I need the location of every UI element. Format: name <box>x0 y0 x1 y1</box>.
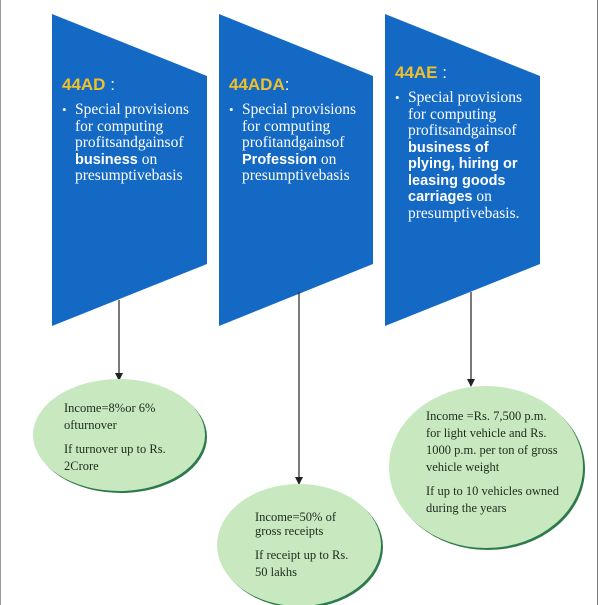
frame-border-right <box>597 0 598 605</box>
income-rule: Income =Rs. 7,500 p.m. for light vehicle… <box>426 409 558 474</box>
section-code: 44ADA <box>229 75 285 94</box>
eligibility-condition: If receipt up to Rs. 50 lakhs <box>255 548 349 579</box>
panel-44ada: 44ADA: • Special provisions for computin… <box>229 76 371 185</box>
heading-colon: : <box>437 63 447 82</box>
panel-44ae: 44AE : • Special provisions for computin… <box>395 64 537 222</box>
outcome-ellipse-44ae <box>389 386 583 548</box>
heading-colon: : <box>105 75 115 94</box>
eligibility-condition: If turnover up to Rs. 2Crore <box>64 442 166 473</box>
outcome-ellipse-44ada <box>217 484 381 605</box>
panel-description-44ae: • Special provisions for computing profi… <box>395 89 537 222</box>
description-text: Special provisions for computing profits… <box>408 89 523 139</box>
bullet-icon: • <box>395 90 400 105</box>
frame-border-left <box>0 0 1 605</box>
panel-heading-44ada: 44ADA: <box>229 76 371 94</box>
outcome-text-44ad: Income=8%or 6% ofturnover If turnover up… <box>64 400 174 482</box>
eligibility-condition: If up to 10 vehicles owned during the ye… <box>426 484 559 515</box>
heading-colon: : <box>284 75 290 94</box>
bullet-icon: • <box>229 102 234 117</box>
panel-description-44ad: • Special provisions for computing profi… <box>62 101 204 185</box>
income-rule: Income=50% of gross receipts <box>255 510 336 538</box>
panel-shape-44ae <box>385 14 540 326</box>
description-text: Special provisions for computing profita… <box>242 101 357 151</box>
income-rule: Income=8%or 6% ofturnover <box>64 401 156 432</box>
description-text: Special provisions for computing profits… <box>75 101 190 151</box>
description-text-tail: on presumptivebasis <box>242 150 350 184</box>
panel-heading-44ad: 44AD : <box>62 76 204 94</box>
description-emphasis: business of plying, hiring or leasing go… <box>408 139 518 206</box>
description-text-tail: on presumptivebasis. <box>408 188 520 222</box>
panel-heading-44ae: 44AE : <box>395 64 537 82</box>
outcome-text-44ada: Income=50% of gross receipts If receipt … <box>255 510 355 588</box>
description-emphasis: Profession <box>242 151 317 168</box>
section-code: 44AE <box>395 63 438 82</box>
section-code: 44AD <box>62 75 106 94</box>
outcome-ellipse-44ad <box>33 379 205 491</box>
description-text-tail: on presumptivebasis <box>75 150 183 184</box>
description-emphasis: business <box>75 151 138 168</box>
panel-shape-44ada <box>219 14 373 326</box>
panel-description-44ada: • Special provisions for computing profi… <box>229 101 371 185</box>
panel-44ad: 44AD : • Special provisions for computin… <box>62 76 204 185</box>
bullet-icon: • <box>62 102 67 117</box>
outcome-text-44ae: Income =Rs. 7,500 p.m. for light vehicle… <box>426 408 561 524</box>
panel-shape-44ad <box>52 14 207 326</box>
